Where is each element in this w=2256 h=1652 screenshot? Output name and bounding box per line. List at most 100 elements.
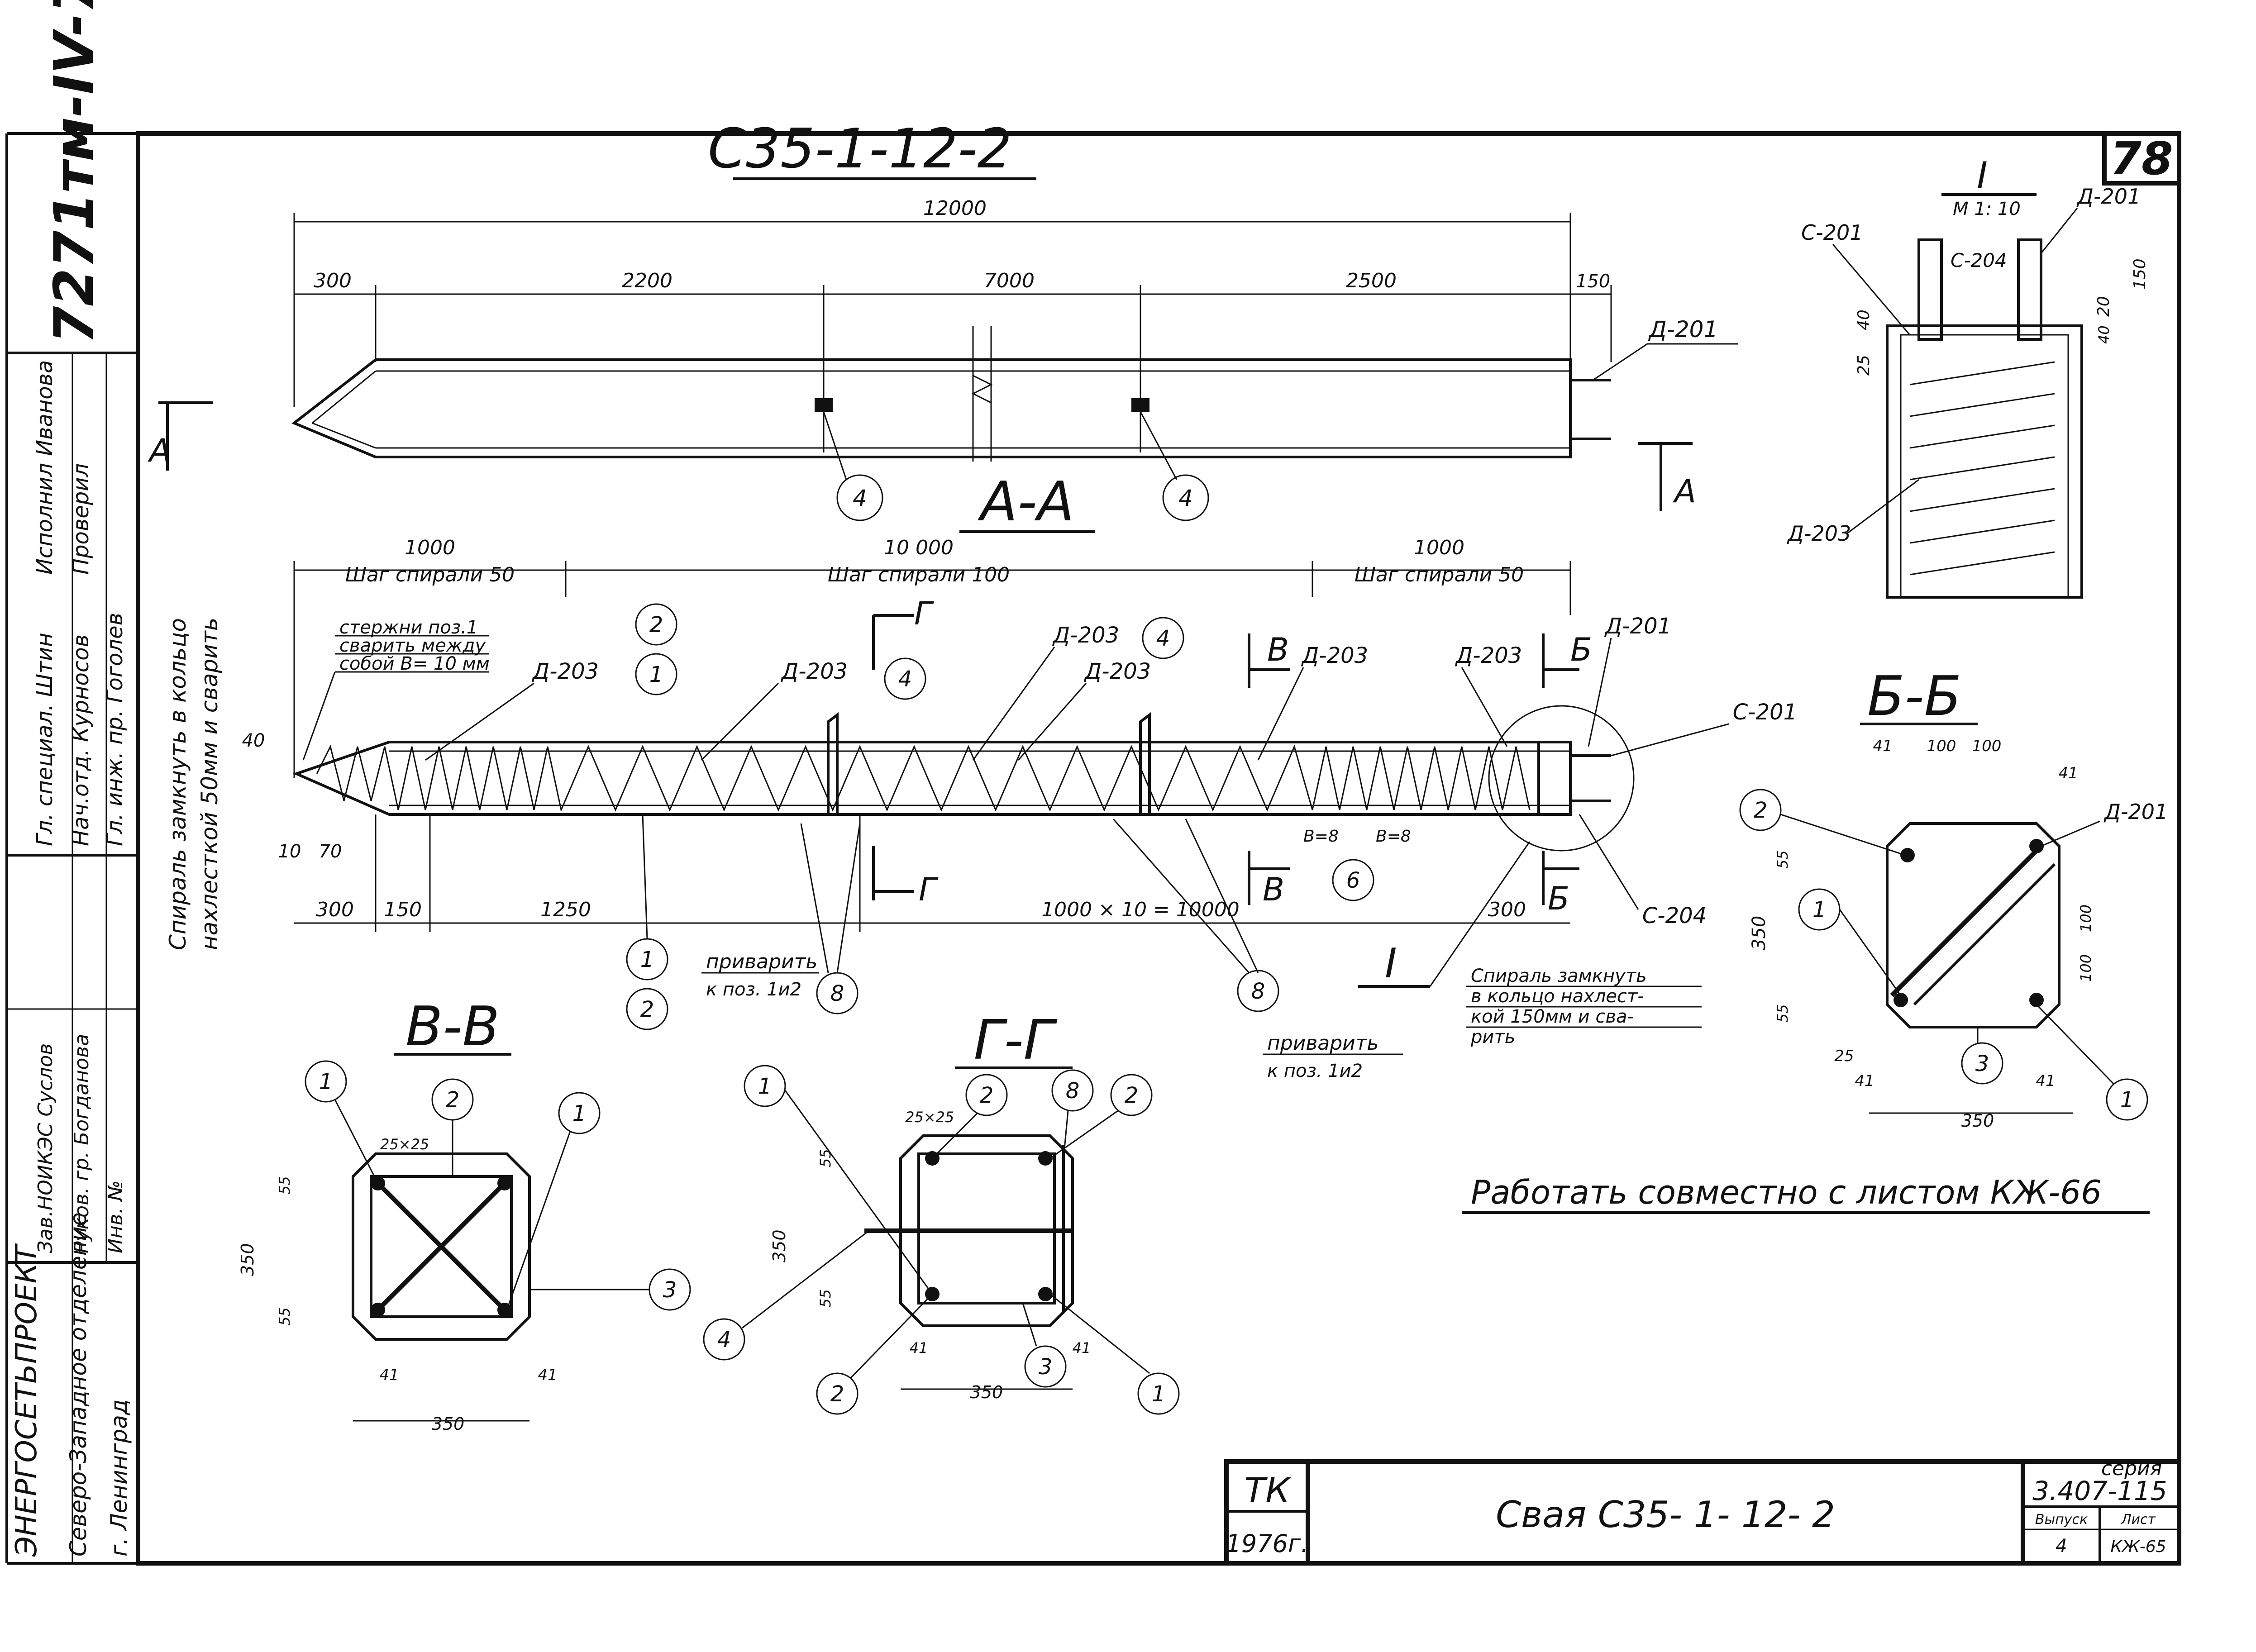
title-block: ТК 1976г. Свая С35- 1- 12- 2 серия 3.407… — [1224, 1457, 2181, 1566]
weld-note-right-2: к поз. 1и2 — [1267, 1061, 1363, 1081]
dim-bottom-1: 300 — [316, 898, 354, 921]
cut-mark-v-bottom: В — [1263, 871, 1284, 908]
sheet-label: Лист — [2121, 1512, 2156, 1528]
drawing-title: С35-1-12-2 — [708, 118, 1012, 181]
detail-i-head: I М 1: 10 С-201 С-204 Д-201 Д-203 40 25 … — [1787, 154, 2149, 599]
weld-note-left-2: к поз. 1и2 — [706, 979, 801, 1000]
cut-mark-b-bottom: Б — [1548, 880, 1569, 917]
gg-dim-25x25: 25×25 — [905, 1109, 954, 1126]
detail-dim-25: 25 — [1855, 355, 1873, 376]
gg-dim-350-h: 350 — [970, 1382, 1003, 1402]
dim-tip-offset-b: 70 — [319, 841, 342, 862]
detail-dim-40b: 40 — [2095, 325, 2113, 344]
dim-segment-3: 2500 — [1346, 269, 1397, 292]
callout-d201-top: Д-201 — [1648, 316, 1718, 343]
stamp-row-6: Зав.НОИКЭС Суслов — [34, 1043, 57, 1253]
bb-marker-2: 2 — [1754, 798, 1768, 823]
spiral-pitch-right: Шаг спирали 50 — [1355, 563, 1524, 586]
cut-mark-g-bottom: Г — [919, 871, 939, 908]
gg-marker-2-bottom: 2 — [830, 1381, 844, 1407]
section-bb: Б-Б 41 100 100 41 350 350 55 55 100 100 … — [1739, 665, 2168, 1131]
vv-dim-350-v: 350 — [238, 1243, 258, 1276]
dim-segment-2: 7000 — [984, 269, 1035, 292]
callout-d203-5: Д-203 — [1301, 643, 1368, 668]
sheet-number: 78 — [2110, 132, 2173, 185]
callout-c204-detail: С-204 — [1951, 249, 2007, 271]
callout-d201-mid: Д-201 — [1604, 614, 1671, 639]
issue-value: 4 — [2056, 1536, 2067, 1557]
section-mark-a-left: А — [148, 432, 171, 469]
note-weld-line-2: сварить между — [339, 635, 486, 656]
note-weld-line-1: стержни поз.1 — [339, 617, 478, 638]
vv-dim-55-bottom: 55 — [276, 1307, 293, 1326]
marker-4-cage-right: 4 — [1156, 626, 1170, 651]
section-gg-title: Г-Г — [973, 1009, 1057, 1072]
bb-dim-350-v: 350 — [1749, 916, 1770, 950]
label-b8-1: В=8 — [1303, 827, 1339, 846]
vv-marker-3: 3 — [663, 1277, 677, 1303]
section-vv-title: В-В — [405, 995, 500, 1058]
bb-dim-100-a: 100 — [1927, 737, 1956, 755]
marker-4-cage-left: 4 — [898, 667, 912, 692]
dim-end-zone-left: 1000 — [405, 536, 455, 559]
dim-tip: 300 — [314, 269, 352, 292]
section-mark-a-right: А — [1673, 473, 1696, 510]
detail-dim-20: 20 — [2094, 296, 2113, 317]
marker-1-top: 1 — [649, 662, 663, 687]
weld-note-right-1: приварить — [1267, 1032, 1378, 1055]
detail-dim-150: 150 — [2131, 258, 2149, 290]
bb-dim-41-br: 41 — [2036, 1072, 2055, 1090]
organization-branch: Северо-Западное отделение — [65, 1212, 91, 1557]
callout-d203-2: Д-203 — [781, 659, 848, 684]
dim-bottom-3: 1250 — [540, 898, 591, 921]
marker-4-right: 4 — [1178, 485, 1193, 511]
spiral-pitch-left: Шаг спирали 50 — [345, 563, 515, 586]
gg-marker-2-top: 2 — [980, 1083, 994, 1108]
stamp-row-2: Проверил — [68, 463, 94, 575]
stamp-row-4: Нач.отд. Курносов — [68, 634, 94, 846]
sheet-frame — [136, 131, 2181, 1566]
bb-dim-41-right: 41 — [2058, 764, 2078, 782]
bb-dim-41-bl: 41 — [1855, 1072, 1874, 1090]
vv-marker-1-left: 1 — [319, 1069, 333, 1095]
gg-dim-55-bottom: 55 — [817, 1289, 834, 1308]
gg-dim-41-right: 41 — [1073, 1339, 1091, 1357]
marker-6: 6 — [1346, 868, 1360, 893]
pile-elevation: 12000 300 2200 7000 2500 150 Д-201 4 4 — [148, 197, 1738, 533]
item-name: Свая С35- 1- 12- 2 — [1496, 1494, 1835, 1536]
tk-label: ТК — [1245, 1470, 1291, 1510]
bb-dim-100-b: 100 — [1972, 737, 2002, 755]
callout-d203-6: Д-203 — [1455, 643, 1522, 668]
detail-mark-i: I — [1385, 940, 1397, 987]
vv-dim-350-h: 350 — [432, 1414, 465, 1434]
bb-marker-3: 3 — [1975, 1051, 1989, 1076]
note-weld-line-3: собой В= 10 мм — [339, 653, 490, 674]
sheet-value: КЖ-65 — [2110, 1538, 2166, 1556]
dim-bottom-2: 150 — [384, 898, 422, 921]
gg-marker-1-left: 1 — [758, 1074, 772, 1099]
series-number: 3.407-115 — [2032, 1476, 2167, 1506]
organization-city: г. Ленинград — [106, 1399, 132, 1557]
series-label: серия — [2101, 1457, 2162, 1480]
callout-d201-detail: Д-201 — [2076, 184, 2141, 209]
dim-bottom-5: 300 — [1488, 898, 1526, 921]
marker-2-bottom: 2 — [640, 997, 654, 1022]
dim-middle-zone: 10 000 — [884, 536, 954, 559]
detail-i-scale: М 1: 10 — [1953, 199, 2021, 219]
gg-dim-350-v: 350 — [769, 1229, 789, 1262]
dim-end-zone-right: 1000 — [1414, 536, 1464, 559]
callout-d203-4: Д-203 — [1084, 659, 1151, 684]
bb-dim-100-v1: 100 — [2077, 905, 2094, 932]
callout-c201-detail: С-201 — [1801, 220, 1863, 245]
gg-marker-2-right: 2 — [1125, 1083, 1139, 1108]
spiral-pitch-middle: Шаг спирали 100 — [828, 563, 1010, 586]
sheet-number-box — [2102, 131, 2181, 186]
vv-marker-1-right: 1 — [572, 1101, 587, 1126]
marker-2-top: 2 — [649, 612, 663, 638]
callout-d203-1: Д-203 — [532, 659, 599, 684]
gg-marker-1-right: 1 — [1152, 1381, 1166, 1407]
vv-marker-2: 2 — [446, 1087, 460, 1113]
bb-dim-41-left: 41 — [1873, 737, 1892, 755]
note-spiral-ring-2: нахлесткой 50мм и сварить — [196, 618, 223, 950]
